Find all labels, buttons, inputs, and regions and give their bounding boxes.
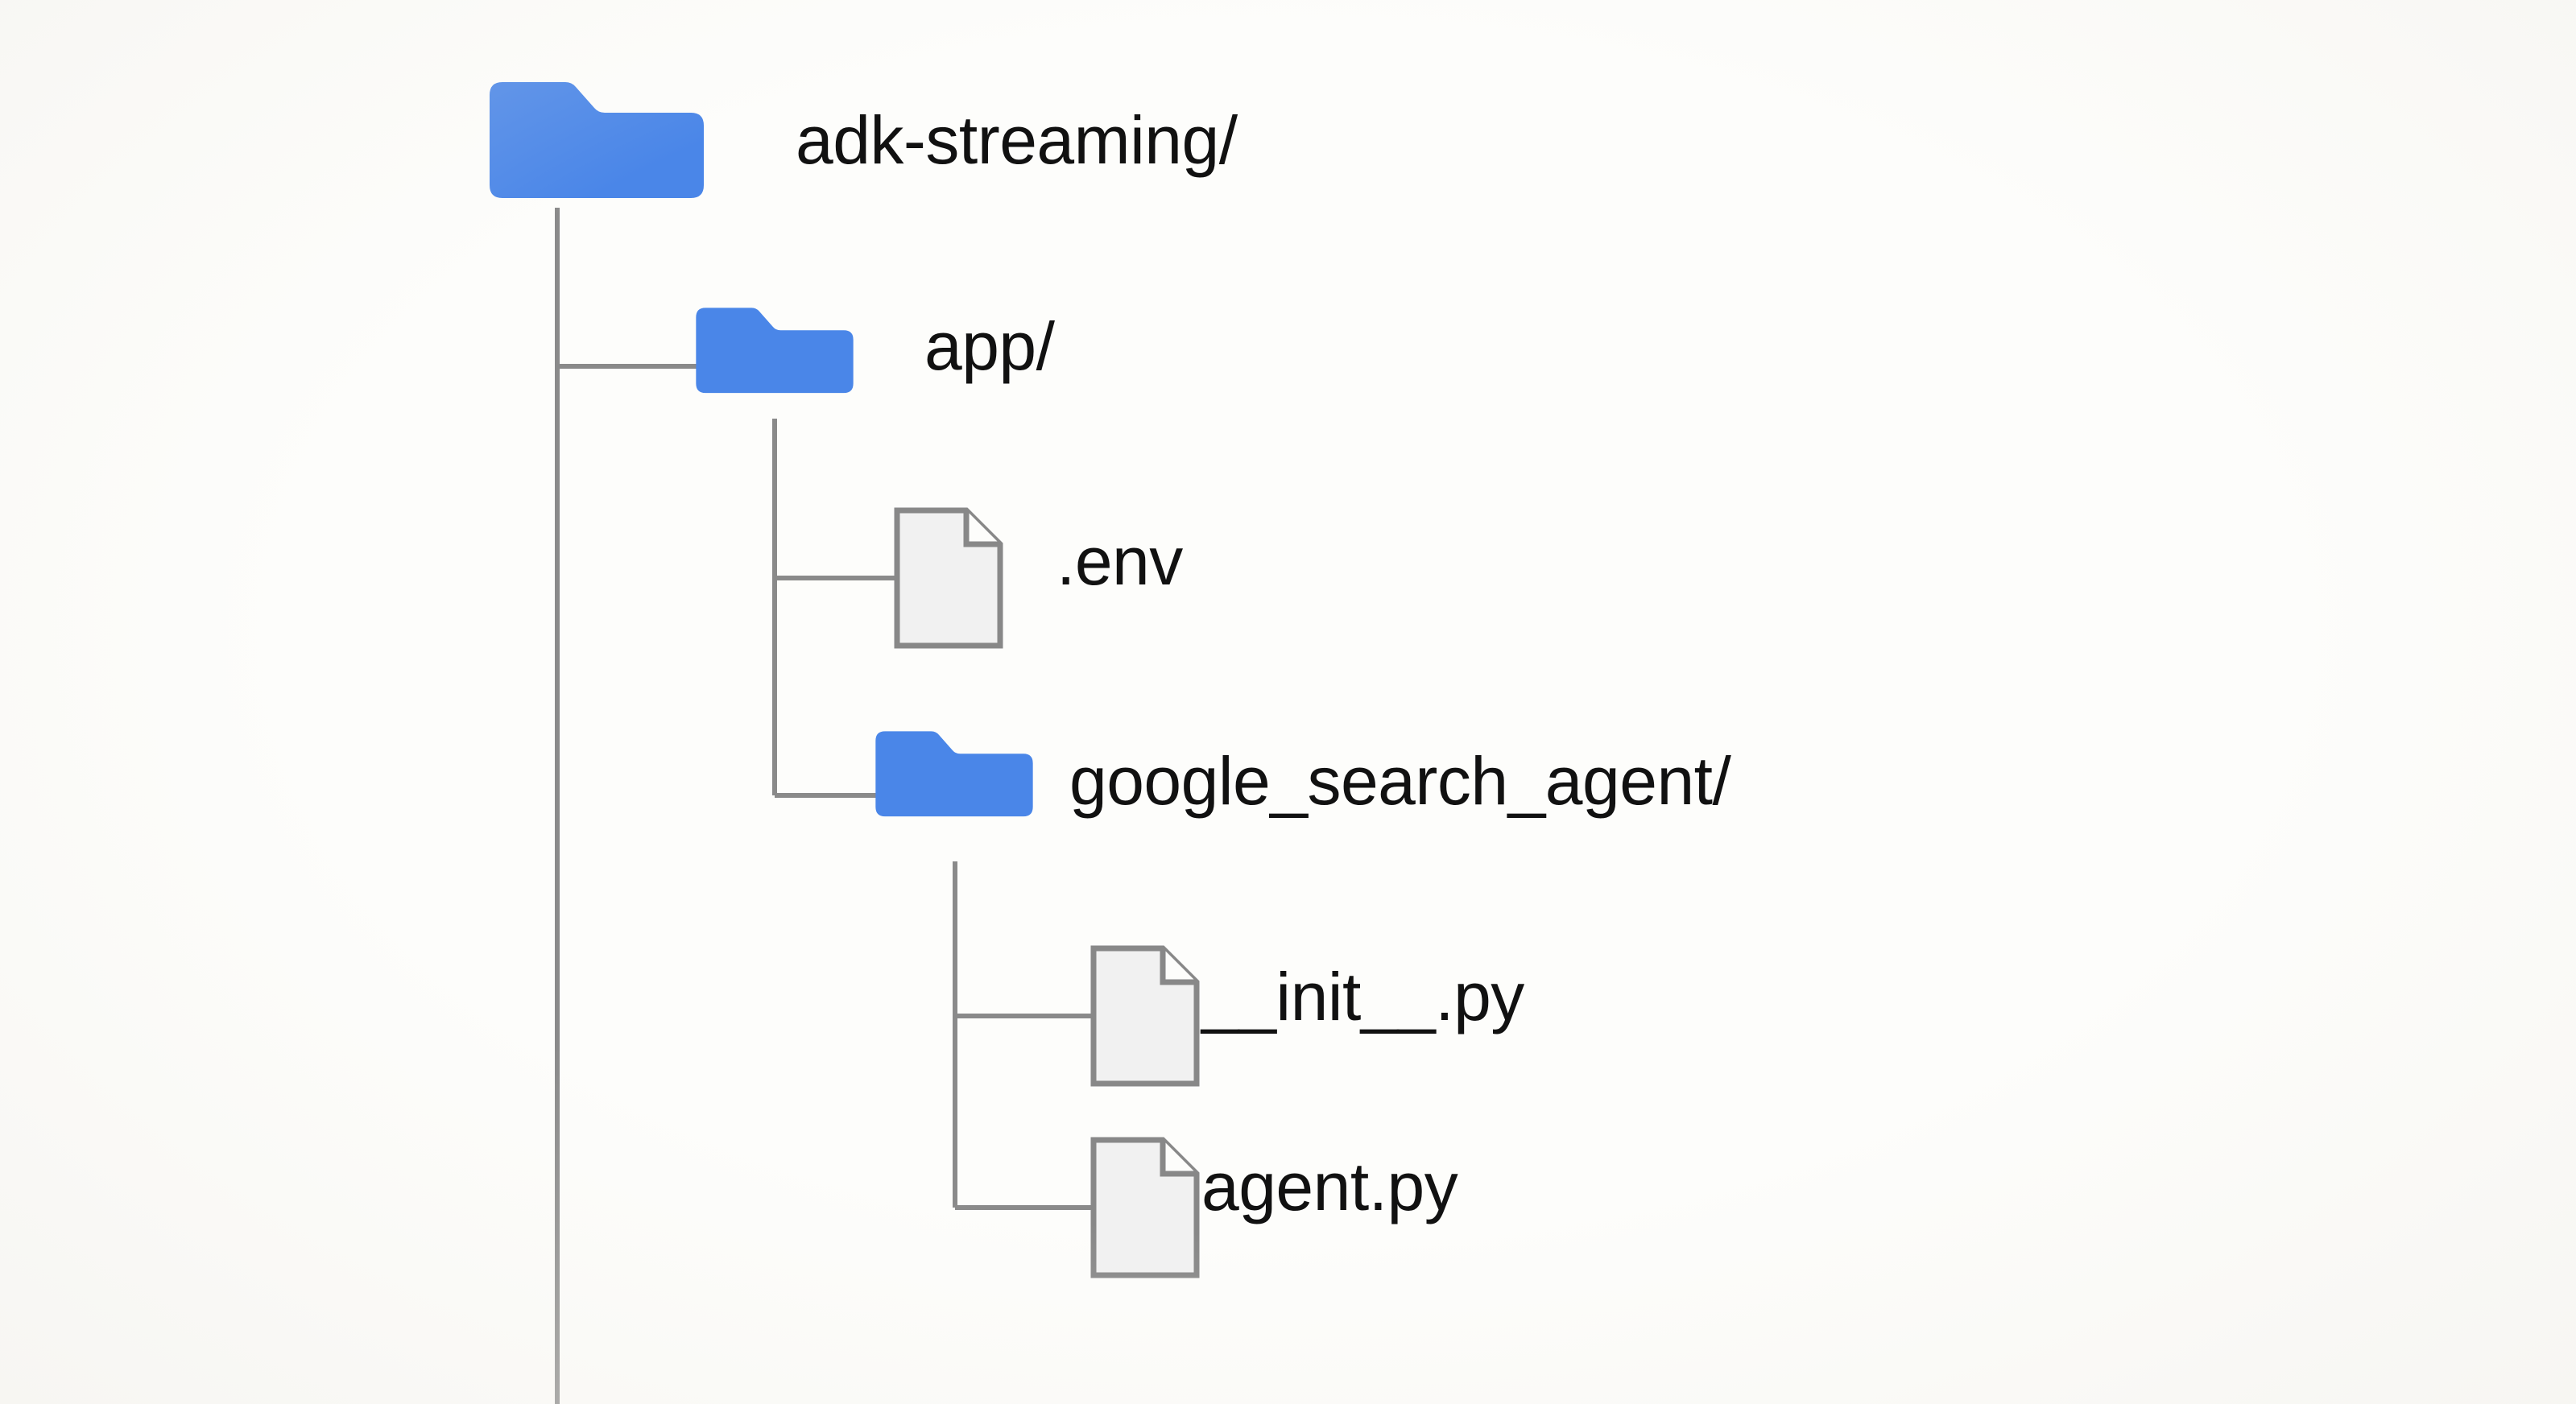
tree-node-label-init-py[interactable]: __init__.py [1201, 959, 1524, 1034]
tree-node-label-root[interactable]: adk-streaming/ [796, 102, 1238, 178]
tree-node-label-google-search-agent[interactable]: google_search_agent/ [1069, 743, 1731, 819]
file-icon[interactable] [1094, 948, 1197, 1084]
folder-icon[interactable] [696, 308, 854, 394]
folder-icon[interactable] [875, 731, 1033, 817]
tree-node-label-app[interactable]: app/ [924, 308, 1055, 384]
file-icon[interactable] [1094, 1140, 1197, 1275]
tree-node-label-agent-py[interactable]: agent.py [1201, 1149, 1458, 1224]
file-icon[interactable] [897, 510, 1000, 646]
tree-node-label-env[interactable]: .env [1056, 523, 1183, 599]
folder-icon[interactable] [490, 82, 704, 198]
